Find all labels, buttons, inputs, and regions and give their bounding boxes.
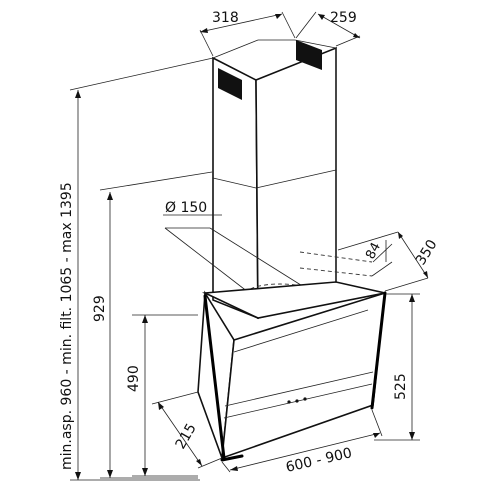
- dim-height-929: 929: [92, 171, 213, 479]
- dim-label-84: 84: [363, 240, 384, 262]
- dim-label-490: 490: [126, 365, 142, 392]
- dim-outlet-offset: 84: [363, 240, 393, 277]
- dim-label-215: 215: [173, 421, 200, 452]
- chimney-left-face: [212, 56, 259, 320]
- dim-label-duct: Ø 150: [165, 200, 207, 216]
- left-vent-grille: [218, 68, 242, 100]
- canopy: [197, 281, 387, 462]
- dim-label-height-range: min.asp. 960 - min. filt. 1065 - max 139…: [59, 182, 75, 470]
- dim-label-525: 525: [393, 373, 409, 400]
- dim-label-350: 350: [413, 237, 441, 268]
- dim-height-490: 490: [126, 314, 198, 477]
- dim-label-259: 259: [330, 10, 357, 26]
- dim-height-range: min.asp. 960 - min. filt. 1065 - max 139…: [59, 57, 214, 481]
- dim-chimney-width: 318: [199, 10, 296, 57]
- control-button: [287, 400, 291, 404]
- dim-chimney-depth: 259: [295, 10, 361, 47]
- dim-label-318: 318: [212, 10, 239, 26]
- right-vent-grille: [296, 40, 322, 70]
- dim-canopy-height: 525: [374, 293, 420, 441]
- control-button: [303, 397, 307, 401]
- dim-label-929: 929: [92, 295, 108, 322]
- dim-label-600-900: 600 - 900: [284, 445, 353, 476]
- dim-hood-depth: 350: [337, 231, 441, 292]
- chimney: [212, 39, 337, 320]
- canopy-glass-front: [221, 291, 386, 460]
- control-button: [295, 399, 299, 403]
- chimney-front-face: [255, 46, 337, 320]
